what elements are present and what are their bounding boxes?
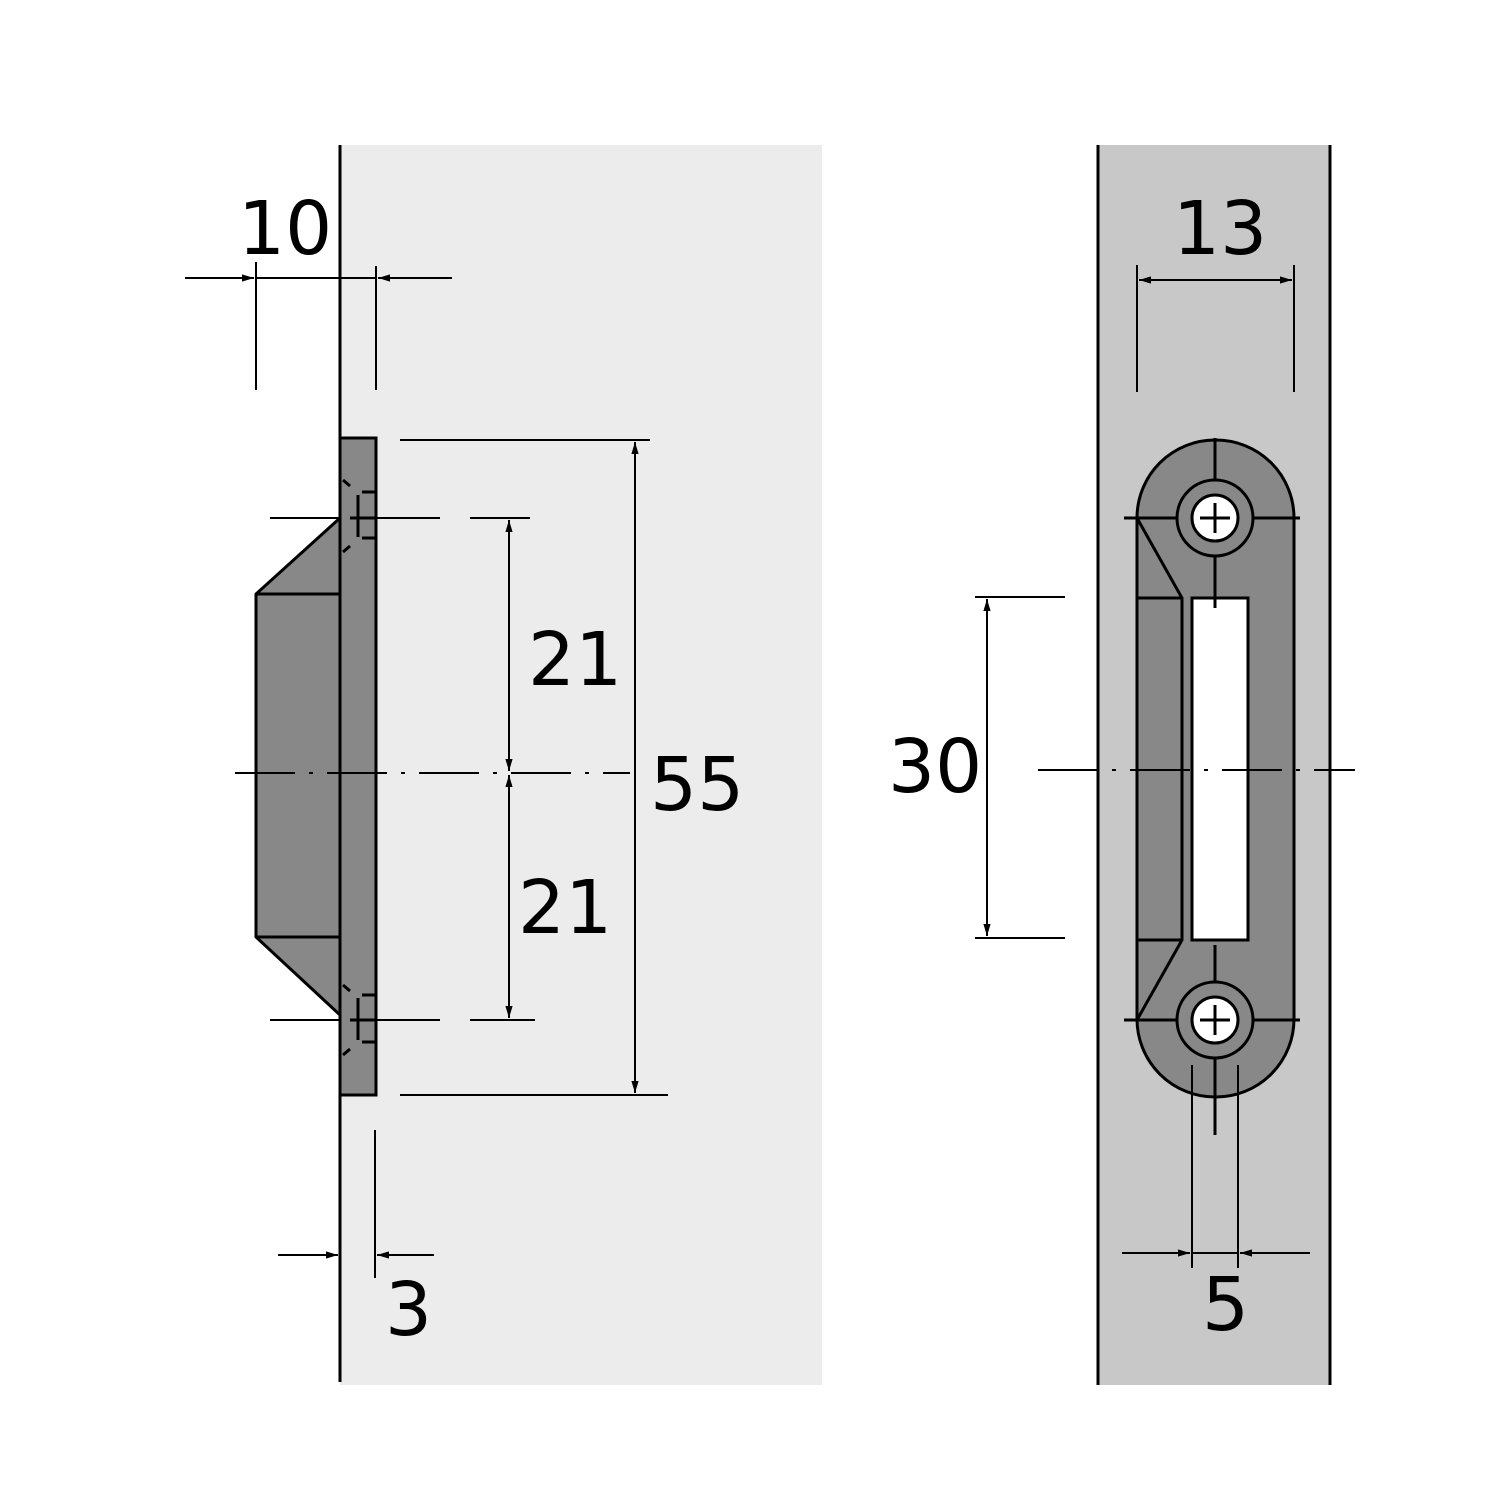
door-frame-panel <box>340 145 822 1385</box>
screw-bottom <box>1124 945 1300 1135</box>
dim-5-label: 5 <box>1202 1262 1249 1348</box>
screw-hint-bottom <box>342 983 376 1057</box>
screw-top <box>1124 438 1300 608</box>
dim-21-lower-label: 21 <box>518 865 612 951</box>
dim-30-label: 30 <box>888 724 982 810</box>
side-view: 10 55 21 21 3 <box>185 145 822 1385</box>
dim-55-label: 55 <box>650 742 744 828</box>
dim-10-label: 10 <box>238 186 332 272</box>
dim-3-label: 3 <box>385 1267 432 1353</box>
dim-21-upper-label: 21 <box>528 617 622 703</box>
front-view: 13 30 5 <box>888 145 1355 1385</box>
dim-13-label: 13 <box>1173 186 1267 272</box>
